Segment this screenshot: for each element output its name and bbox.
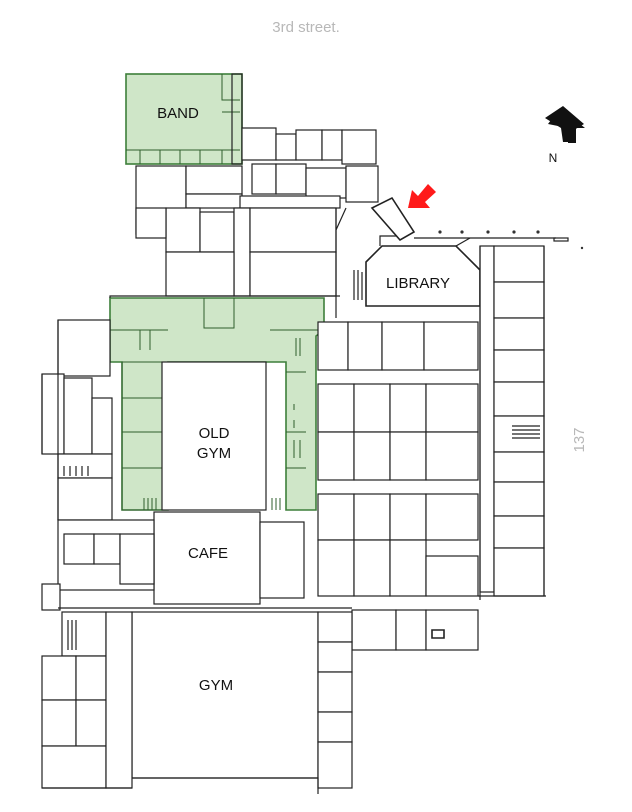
gym-label: GYM bbox=[199, 677, 233, 694]
street-label-top: 3rd street. bbox=[272, 19, 340, 36]
old-gym-label-line1: OLD bbox=[199, 425, 230, 442]
gym-east-rooms bbox=[317, 611, 353, 789]
north-offices bbox=[239, 127, 379, 209]
room-block bbox=[185, 193, 243, 209]
east-classrooms bbox=[317, 245, 495, 597]
old-gym-label-line2: GYM bbox=[197, 445, 231, 462]
band-label: BAND bbox=[157, 105, 199, 122]
gym-west-rooms bbox=[41, 611, 133, 789]
far-east-rooms bbox=[493, 245, 545, 597]
cafe-label: CAFE bbox=[188, 545, 228, 562]
southeast-rooms bbox=[351, 609, 479, 651]
street-label-right: 137 bbox=[571, 427, 588, 452]
library-room[interactable] bbox=[365, 235, 481, 307]
bollard-dots bbox=[438, 230, 584, 250]
kitchen bbox=[259, 521, 305, 599]
central-rooms bbox=[135, 207, 337, 297]
band-room[interactable] bbox=[125, 73, 243, 165]
compass-label: N bbox=[549, 151, 558, 165]
old-gym-court bbox=[161, 361, 267, 511]
gym-area[interactable] bbox=[131, 611, 319, 779]
building-outline bbox=[41, 246, 546, 794]
library-label: LIBRARY bbox=[386, 275, 450, 292]
library-stairs bbox=[353, 270, 363, 300]
entrance-arrow-icon bbox=[408, 184, 436, 208]
room-block bbox=[185, 165, 243, 195]
west-cafe-rooms bbox=[41, 519, 155, 611]
entrance-vestibule bbox=[370, 196, 416, 242]
north-corridor bbox=[335, 207, 556, 318]
west-wing bbox=[41, 319, 113, 521]
north-arrow-icon bbox=[545, 106, 585, 143]
